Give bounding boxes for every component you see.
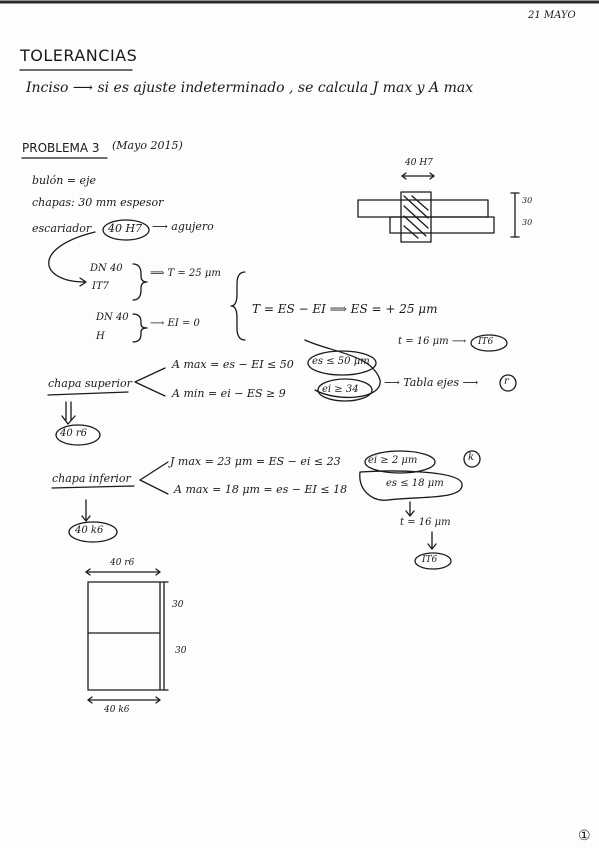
escariador-arrow: ⟶ agujero bbox=[152, 220, 214, 233]
sketch-dim-1: 30 bbox=[172, 600, 184, 610]
underline-chapa-inferior bbox=[51, 485, 135, 489]
r-label: r bbox=[504, 376, 509, 387]
superior-amax: A max = es − EI ≤ 50 bbox=[172, 358, 294, 371]
superior-t-value: t = 16 μm ⟶ bbox=[398, 336, 467, 347]
result-circle-inferior bbox=[68, 521, 118, 543]
ei-box-superior bbox=[317, 378, 373, 402]
superior-result: 40 r6 bbox=[60, 428, 88, 439]
brace-dn-it bbox=[132, 263, 148, 301]
loop-superior bbox=[304, 339, 381, 399]
brace-dn-h bbox=[132, 313, 148, 343]
es-box-superior bbox=[307, 350, 377, 376]
section-side-dim-1: 30 bbox=[522, 196, 533, 205]
page-number: ① bbox=[578, 828, 591, 844]
k-label: k bbox=[468, 452, 475, 463]
inferior-it6-label: IT6 bbox=[422, 555, 438, 565]
tabla-ejes: ⟶ Tabla ejes ⟶ bbox=[384, 376, 479, 389]
inferior-jmax: J max = 23 μm = ES − ei ≤ 23 bbox=[170, 455, 341, 468]
problem-source: (Mayo 2015) bbox=[112, 139, 183, 152]
escariador-label: escariador bbox=[32, 222, 92, 235]
h-label: H bbox=[96, 331, 105, 342]
inferior-result: 40 k6 bbox=[75, 525, 104, 536]
sketch-top-label: 40 r6 bbox=[110, 558, 135, 568]
intro-line: Inciso ⟶ si es ajuste indeterminado , se… bbox=[26, 80, 474, 96]
r-circle bbox=[499, 374, 517, 392]
superior-amin: A min = ei − ES ≥ 9 bbox=[172, 387, 286, 400]
sketch-bottom-label: 40 k6 bbox=[104, 705, 130, 715]
ei-box-inferior bbox=[364, 450, 436, 474]
problem-heading: PROBLEMA 3 bbox=[22, 141, 100, 155]
superior-es-value: es ≤ 50 μm bbox=[312, 356, 370, 367]
inferior-es-value: es ≤ 18 μm bbox=[386, 478, 444, 489]
section-side-dim-2: 30 bbox=[522, 218, 533, 227]
plate-cross-section-diagram bbox=[357, 172, 520, 243]
curved-arrow-to-dn bbox=[48, 231, 96, 283]
escariador-value: 40 H7 bbox=[108, 222, 143, 235]
escariador-circle bbox=[102, 219, 150, 241]
it6-circle-superior bbox=[470, 334, 508, 352]
ei-result: ⟶ EI = 0 bbox=[150, 318, 200, 329]
chapas-line: chapas: 30 mm espesor bbox=[32, 196, 164, 209]
date-label: 21 MAYO bbox=[528, 10, 576, 21]
underline-chapa-superior bbox=[47, 391, 129, 396]
superior-ei-value: ei ≥ 34 bbox=[322, 384, 359, 395]
page-title: TOLERANCIAS bbox=[20, 46, 138, 65]
section-top-dim: 40 H7 bbox=[405, 158, 433, 168]
inferior-ei-value: ei ≥ 2 μm bbox=[368, 455, 418, 466]
dn-40-second: DN 40 bbox=[96, 312, 129, 323]
chapa-superior-label: chapa superior bbox=[48, 377, 132, 390]
bracket-inferior bbox=[139, 461, 169, 495]
bracket-superior bbox=[134, 367, 166, 397]
brace-big bbox=[230, 271, 246, 341]
t-formula: T = ES − EI ⟹ ES = + 25 μm bbox=[252, 302, 438, 316]
inferior-amax: A max = 18 μm = es − EI ≤ 18 bbox=[174, 483, 348, 496]
bulon-line: bulón = eje bbox=[32, 174, 96, 187]
result-circle-superior bbox=[55, 424, 101, 446]
k-circle bbox=[463, 450, 481, 468]
stacked-plates-sketch bbox=[85, 568, 169, 704]
it7-label: IT7 bbox=[92, 281, 109, 292]
inferior-t-value: t = 16 μm bbox=[400, 517, 451, 528]
chapa-inferior-label: chapa inferior bbox=[52, 472, 131, 485]
es-box-inferior bbox=[359, 470, 463, 501]
dn-40-first: DN 40 bbox=[90, 263, 123, 274]
t-result: ⟹ T = 25 μm bbox=[150, 268, 221, 279]
it6-circle-inferior bbox=[414, 552, 452, 570]
superior-it6-label: IT6 bbox=[478, 337, 494, 347]
sketch-dim-2: 30 bbox=[175, 646, 187, 656]
